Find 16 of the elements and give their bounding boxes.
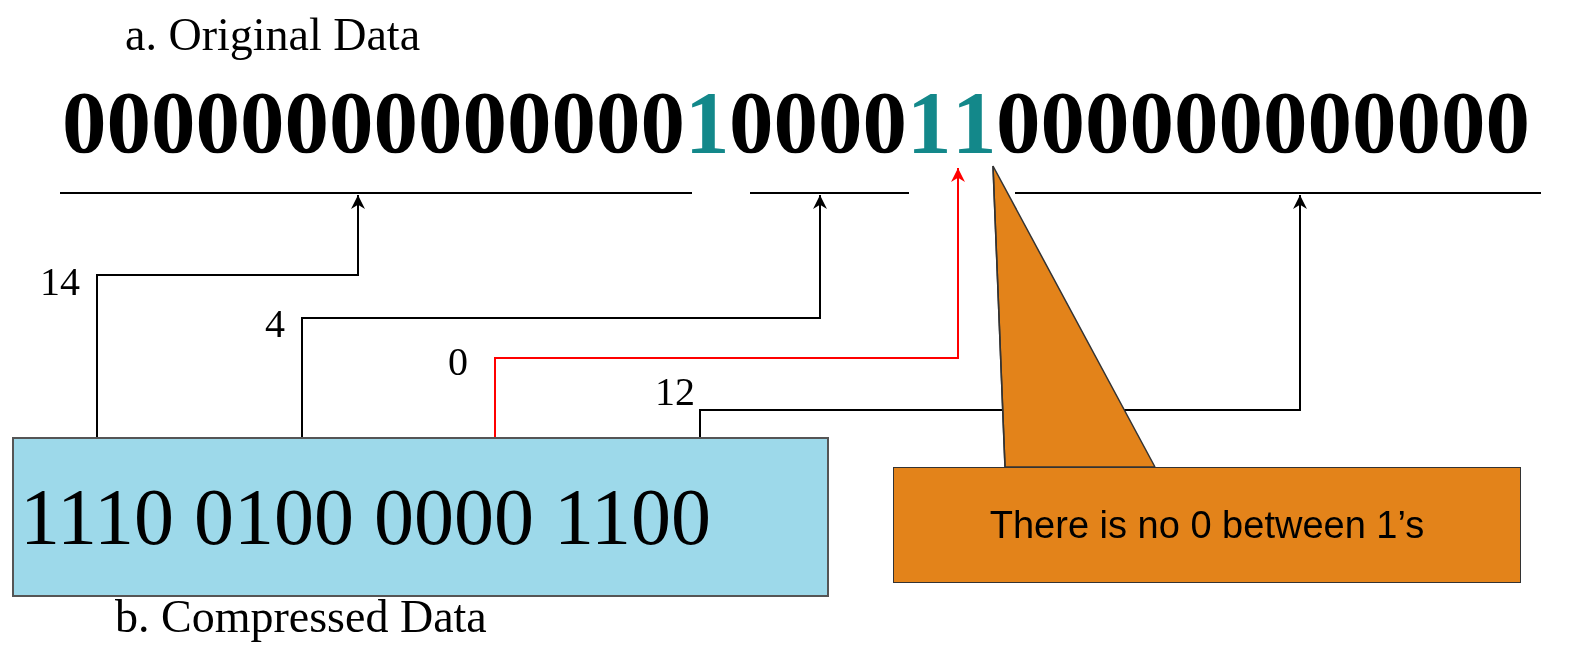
arrow [494,167,965,438]
digit: 1 [685,78,730,167]
edge-label: 14 [40,258,80,305]
edge-label: 0 [448,338,468,385]
bit-string: 000000000000 [996,78,1530,167]
digit: 1 [952,78,997,167]
callout-box: There is no 0 between 1’s [893,467,1521,583]
arrow [96,194,365,438]
edge-label: 4 [265,300,285,347]
digit: 1 [907,78,952,167]
caption: a. Original Data [125,8,421,61]
edge-label: 12 [655,368,695,415]
bit-string: 00000000000000 [62,78,685,167]
compressed-data-box: 1110 0100 0000 1100 [12,437,829,597]
bit-string: 0000 [729,78,907,167]
arrow [301,194,827,438]
